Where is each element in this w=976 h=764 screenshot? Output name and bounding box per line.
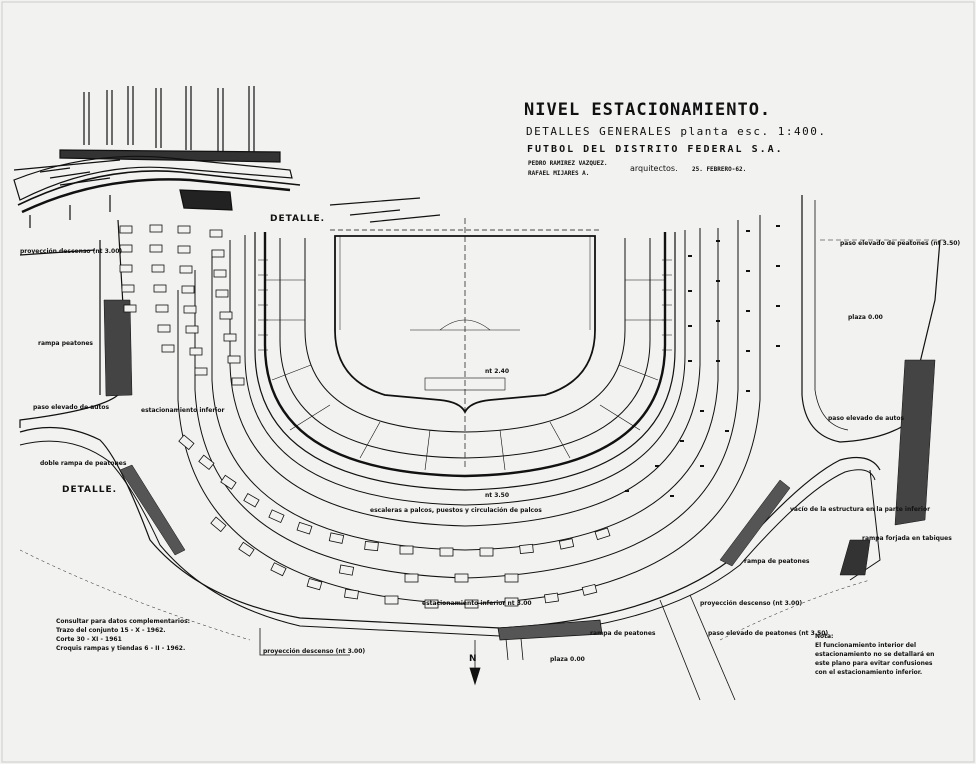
client-name: FUTBOL DEL DISTRITO FEDERAL S.A. [527,144,784,155]
label-proteccion-descenso-left: proyección descenso (nt 3.00) [20,248,123,255]
perspective-sketch [13,86,441,228]
label-escaleras: escaleras a palcos, puestos y circulació… [370,507,542,514]
side-note: Nota: El funcionamiento interior del est… [815,632,935,677]
label-proteccion-descenso-right: proyección descenso (nt 3.00) [700,600,803,607]
bottom-details [19,549,871,701]
architect-2: RAFAEL MIJARES A. [528,170,590,177]
notes-item: Trazo del conjunto 15 - X - 1962. [56,627,166,634]
label-proteccion-descenso-bottom: proyección descenso (nt 3.00) [263,648,366,655]
left-ramp [19,219,133,428]
notes-heading: Consultar para datos complementarios: [56,618,191,625]
parking-stalls-bottom [178,434,611,609]
detalle-label-left: DETALLE. [62,485,118,495]
playing-field [330,218,600,470]
label-paso-elevado-right: paso elevado de autos [828,415,905,422]
right-columns [625,225,780,497]
label-level-ring: nt 3.50 [485,492,510,499]
label-rampa-peatones-bottom-right: rampa de peatones [744,558,810,565]
plan-date: 25. FEBRERO-62. [692,166,747,173]
label-rampa-peatones-bottom: rampa de peatones [590,630,656,637]
label-paso-elevado-peatones-bottom: paso elevado de peatones (nt 3.50) [708,630,829,637]
inner-stands [177,215,761,605]
label-paso-elevado-autos: paso elevado de autos [33,404,110,411]
reference-notes: Consultar para datos complementarios: Tr… [56,617,190,653]
label-plaza-bottom: plaza 0.00 [550,656,585,663]
label-doble-rampa: doble rampa de peatones [40,460,127,467]
plan-title: NIVEL ESTACIONAMIENTO. [524,100,772,120]
right-plaza [801,195,945,581]
label-vacio-estructura: vacío de la estructura en la parte infer… [790,506,931,513]
label-paso-elevado-peatones-top: paso elevado de peatones (nt 3.50) [840,240,961,247]
side-note-heading: Nota: [815,633,834,640]
stand-radial-lines [265,279,665,471]
north-label: N [469,654,478,664]
label-level-field: nt 2.40 [485,368,510,375]
architects-label: arquitectos. [630,164,678,173]
parking-stalls-left [119,224,245,386]
label-estacionamiento-inferior-left: estacionamiento inferior [141,407,225,414]
notes-item: Croquis rampas y tiendas 6 - II - 1962. [56,645,186,652]
side-note-text: El funcionamiento interior del estaciona… [815,642,935,676]
label-estacionamiento-inferior-bottom: estacionamiento inferior nt 3.00 [422,600,532,607]
detalle-label-top: DETALLE. [270,214,326,224]
label-rampa-forjada: rampa forjada en tabiques [862,535,952,542]
ring-hatch [258,259,672,351]
plan-subtitle: DETALLES GENERALES planta esc. 1:400. [526,125,827,138]
notes-item: Corte 30 - XI - 1961 [56,636,122,643]
label-rampa-peatones-left: rampa peatones [38,340,94,347]
label-plaza-right: plaza 0.00 [848,314,883,321]
architect-1: PEDRO RAMIREZ VAZQUEZ. [528,160,608,167]
